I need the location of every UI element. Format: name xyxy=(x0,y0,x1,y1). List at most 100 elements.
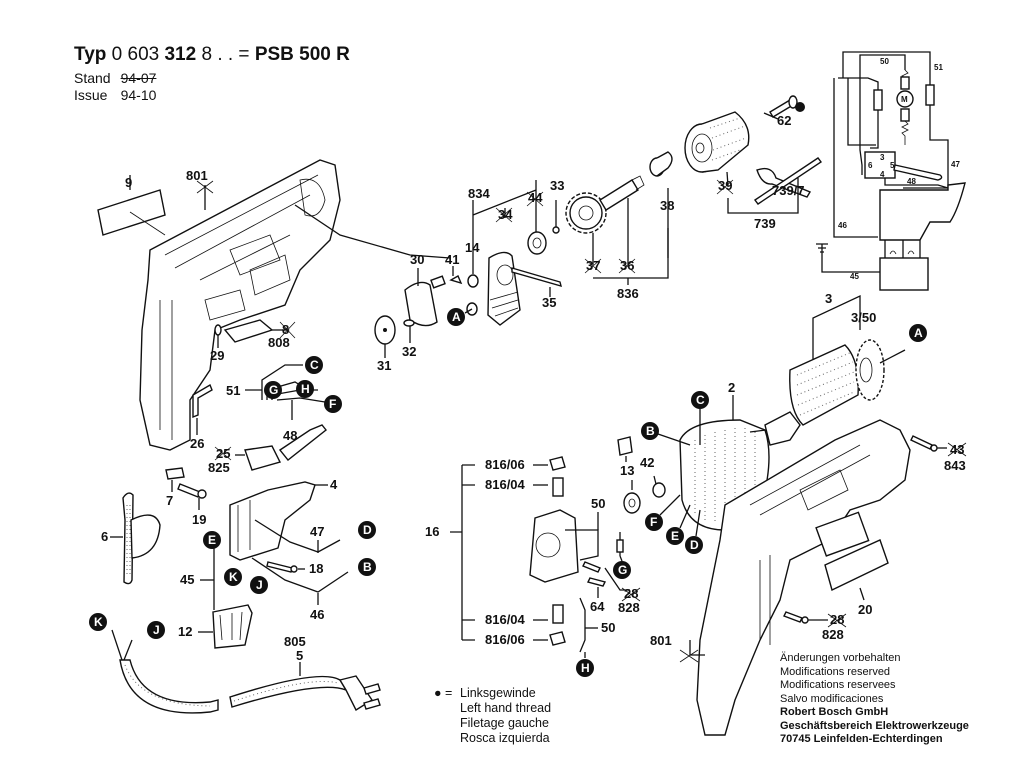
part-label-62: 62 xyxy=(777,113,791,128)
part-label-47: 47 xyxy=(310,524,324,539)
svg-text:E: E xyxy=(671,529,679,543)
terminal-5: 5 xyxy=(890,161,895,170)
type-title: Typ 0 603 312 8 . . = PSB 500 R xyxy=(74,44,350,66)
part-label-50-top: 50 xyxy=(591,496,605,511)
part-label-843: 843 xyxy=(944,458,966,473)
typ-number-c: 8 . . = xyxy=(201,44,250,65)
part-label-20: 20 xyxy=(858,602,872,617)
part-label-801-bottom: 801 xyxy=(650,633,672,648)
part-label-739-7: 739/7 xyxy=(772,183,805,198)
callout-H-switch: H xyxy=(296,380,314,398)
svg-text:B: B xyxy=(646,424,655,438)
wire-label-46: 46 xyxy=(838,221,847,230)
part-label-4: 4 xyxy=(330,477,338,492)
company-address: 70745 Leinfelden-Echterdingen xyxy=(780,733,943,745)
svg-text:D: D xyxy=(690,538,699,552)
part-label-39: 39 xyxy=(718,178,732,193)
callout-H-brush: H xyxy=(576,659,594,677)
issue-value: 94-10 xyxy=(120,87,157,103)
part-label-46: 46 xyxy=(310,607,324,622)
part-label-825: 825 xyxy=(208,460,230,475)
wire-label-51: 51 xyxy=(934,63,943,72)
terminal-6: 6 xyxy=(868,161,873,170)
part-label-808: 808 xyxy=(268,335,290,350)
callout-G-switch: G xyxy=(264,381,282,399)
svg-text:A: A xyxy=(452,310,461,324)
svg-text:B: B xyxy=(363,560,372,574)
part-label-816-06-bottom: 816/06 xyxy=(485,632,525,647)
part-label-801-top: 801 xyxy=(186,168,208,183)
part-label-35: 35 xyxy=(542,295,556,310)
footer-note: Salvo modificaciones xyxy=(780,692,884,705)
part-label-5: 5 xyxy=(296,648,303,663)
svg-text:F: F xyxy=(650,515,657,529)
part-label-48: 48 xyxy=(283,428,297,443)
part-label-816-04-top: 816/04 xyxy=(485,477,526,492)
legend-line: Filetage gauche xyxy=(460,716,549,730)
part-label-31: 31 xyxy=(377,358,391,373)
wire-label-50: 50 xyxy=(880,57,889,66)
svg-text:D: D xyxy=(363,523,372,537)
company-division: Geschäftsbereich Elektrowerkzeuge xyxy=(780,719,969,732)
part-label-18: 18 xyxy=(309,561,323,576)
part-label-41: 41 xyxy=(445,252,459,267)
gear-spindle xyxy=(565,151,673,285)
legend-line: Rosca izquierda xyxy=(460,731,550,745)
part-label-816-06-top: 816/06 xyxy=(485,457,525,472)
footer-note: Modifications reservees xyxy=(780,679,896,691)
wire-label-45: 45 xyxy=(850,272,859,281)
svg-text:K: K xyxy=(94,615,103,629)
part-label-50-bottom: 50 xyxy=(601,620,615,635)
callout-D-field: D xyxy=(685,536,703,554)
callout-J-cord: J xyxy=(147,621,165,639)
terminal-4: 4 xyxy=(880,170,885,179)
drill-chuck xyxy=(684,95,823,214)
svg-text:G: G xyxy=(269,383,278,397)
part-label-14: 14 xyxy=(465,240,480,255)
part-label-19: 19 xyxy=(192,512,206,527)
part-label-45: 45 xyxy=(180,572,194,587)
callout-K-switch: K xyxy=(224,568,242,586)
part-label-29: 29 xyxy=(210,348,224,363)
part-label-8: 8 xyxy=(282,322,289,337)
callout-C-field: C xyxy=(691,391,709,409)
gearbox-parts xyxy=(374,180,562,358)
part-label-739: 739 xyxy=(754,216,776,231)
svg-text:C: C xyxy=(310,358,319,372)
legend-line: Left hand thread xyxy=(460,701,552,715)
part-label-33: 33 xyxy=(550,178,564,193)
part-label-16: 16 xyxy=(425,524,439,539)
callout-F-switch: F xyxy=(324,395,342,413)
callout-B-switch: B xyxy=(358,558,376,576)
typ-label: Typ xyxy=(74,44,107,65)
part-label-9: 9 xyxy=(125,175,132,190)
typ-number-b: 312 xyxy=(164,44,197,65)
left-hand-thread-marker xyxy=(795,102,805,112)
part-label-26: 26 xyxy=(190,436,204,451)
power-cord xyxy=(111,629,381,714)
callout-C-switch: C xyxy=(305,356,323,374)
svg-text:J: J xyxy=(256,578,263,592)
svg-text:A: A xyxy=(914,326,923,340)
svg-text:J: J xyxy=(153,623,160,637)
legend: ● =Linksgewinde Left hand thread Filetag… xyxy=(434,686,551,746)
svg-text:G: G xyxy=(618,563,627,577)
callout-E-field: E xyxy=(666,527,684,545)
callout-A-right: A xyxy=(909,324,927,342)
part-label-6: 6 xyxy=(101,529,108,544)
callout-B-field: B xyxy=(641,422,659,440)
part-label-3-50: 3/50 xyxy=(851,310,876,325)
part-label-64: 64 xyxy=(590,599,605,614)
part-9-label-plate xyxy=(97,175,166,236)
housing-half xyxy=(139,159,341,451)
callout-D-switch: D xyxy=(358,521,376,539)
svg-text:K: K xyxy=(229,570,238,584)
callout-J-switch: J xyxy=(250,576,268,594)
callout-F-field: F xyxy=(645,513,663,531)
footer-note: Modifications reserved xyxy=(780,665,891,678)
part-label-32: 32 xyxy=(402,344,416,359)
callout-E-switch: E xyxy=(203,531,221,549)
